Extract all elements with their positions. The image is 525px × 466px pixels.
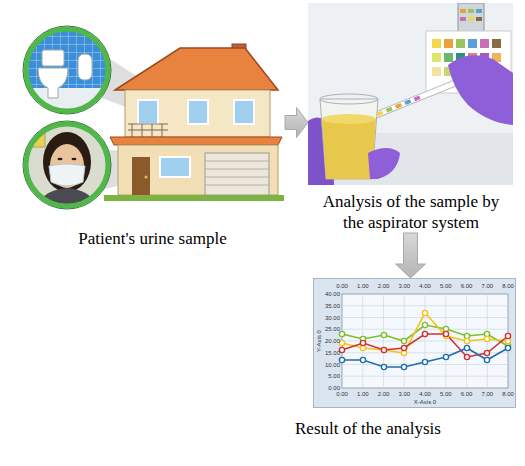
data-marker: [360, 340, 365, 345]
illustrated-step: Analysis of the sample by the aspirator …: [308, 3, 513, 233]
axis-tick-label: 0.00: [336, 283, 348, 290]
data-marker: [381, 364, 386, 369]
axis-tick-label: 20.00: [325, 338, 340, 345]
urine-test-photo: [308, 3, 513, 185]
data-marker: [381, 347, 386, 352]
caption: Patient's urine sample: [20, 228, 285, 249]
axis-tick-label: 3.00: [398, 283, 410, 290]
data-marker: [464, 338, 469, 343]
data-marker: [505, 345, 510, 350]
data-series: [339, 310, 510, 369]
data-marker: [422, 331, 427, 336]
caption: Result of the analysis: [295, 418, 515, 439]
block-arrow: [396, 233, 426, 278]
grid-lines: [342, 294, 508, 388]
data-marker: [422, 359, 427, 364]
axis-tick-label: 1.00: [357, 391, 369, 398]
axis-tick-label: 8.00: [502, 283, 514, 290]
house-illustration: [20, 12, 285, 222]
axis-tick-label: 5.00: [328, 373, 340, 380]
axis-tick-label: 5.00: [440, 283, 452, 290]
data-marker: [464, 345, 469, 350]
data-marker: [443, 354, 448, 359]
axis-tick-label: 25.00: [325, 326, 340, 333]
axis-tick-label: 35.00: [325, 302, 340, 309]
data-marker: [339, 331, 344, 336]
axis-tick-label: 7.00: [481, 391, 493, 398]
axis-tick-label: 0.00: [328, 385, 340, 392]
axis-tick-label: 40.00: [325, 291, 340, 298]
axis-tick-label: 2.00: [378, 283, 390, 290]
house: [104, 44, 284, 201]
data-marker: [484, 357, 489, 362]
data-marker: [422, 322, 427, 327]
data-marker: [422, 310, 427, 315]
data-marker: [401, 338, 406, 343]
data-marker: [401, 345, 406, 350]
data-marker: [381, 347, 386, 352]
data-marker: [505, 333, 510, 338]
patient-inset: [20, 117, 120, 217]
axis-tick-label: 30.00: [325, 314, 340, 321]
data-marker: [339, 347, 344, 352]
axis-title: Y-Axis 0: [316, 330, 323, 352]
axis-tick-label: 7.00: [481, 283, 493, 290]
axis-tick-label: 5.00: [440, 391, 452, 398]
data-marker: [484, 350, 489, 355]
axis-tick-label: 8.00: [502, 391, 514, 398]
axis-tick-label: 1.00: [357, 283, 369, 290]
axis-tick-label: 15.00: [325, 349, 340, 356]
test-strip: [372, 78, 462, 119]
data-marker: [360, 357, 365, 362]
data-marker: [484, 336, 489, 341]
axis-tick-label: 10.00: [325, 361, 340, 368]
caption: Analysis of the sample by the aspirator …: [320, 191, 502, 233]
data-marker: [381, 332, 386, 337]
axis-tick-label: 4.00: [419, 391, 431, 398]
toilet-inset: [20, 22, 120, 122]
block-arrow: [285, 108, 308, 138]
illustrated-step: Patient's urine sample: [20, 12, 285, 249]
data-marker: [339, 357, 344, 362]
gloved-hands: [308, 55, 513, 185]
axis-title: X-Axis 0: [414, 399, 436, 406]
data-marker: [443, 331, 448, 336]
axis-tick-label: 6.00: [461, 283, 473, 290]
data-marker: [401, 364, 406, 369]
illustrated-step: Result of the analysis: [293, 278, 518, 439]
line-chart: [313, 278, 516, 408]
axis-tick-label: 0.00: [336, 391, 348, 398]
axis-tick-label: 6.00: [461, 391, 473, 398]
axis-tick-label: 4.00: [419, 283, 431, 290]
data-marker: [339, 340, 344, 345]
axis-tick-label: 2.00: [378, 391, 390, 398]
axis-tick-label: 3.00: [398, 391, 410, 398]
data-marker: [464, 354, 469, 359]
